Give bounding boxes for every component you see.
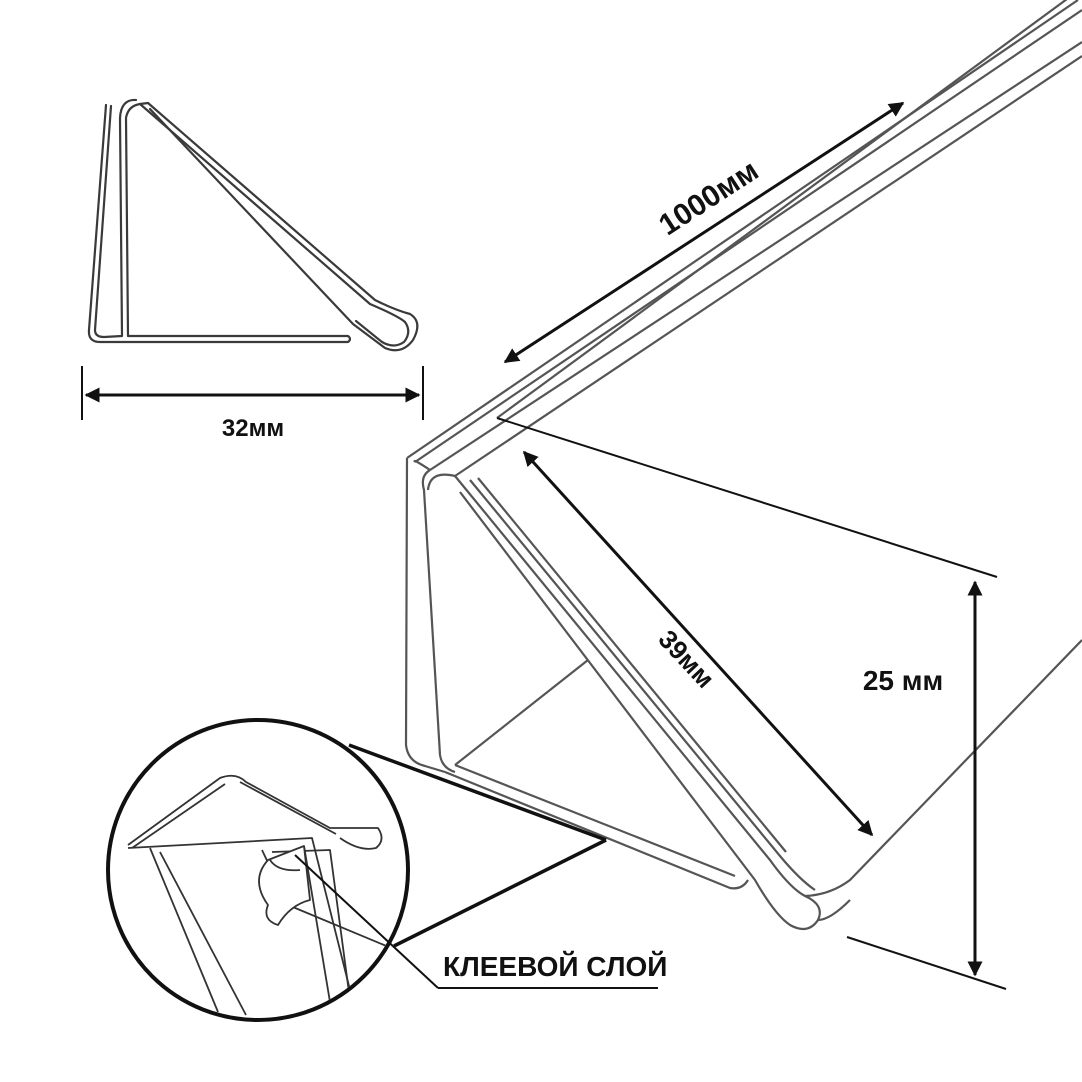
slant-arrow	[522, 450, 874, 837]
callout-lines	[348, 743, 607, 948]
adhesive-leader	[294, 854, 439, 989]
width-dimension	[81, 366, 424, 420]
height-dimension	[496, 417, 1007, 990]
height-label: 25 мм	[863, 665, 943, 696]
adhesive-label: КЛЕЕВОЙ СЛОЙ	[443, 950, 667, 982]
length-arrow	[503, 101, 905, 364]
detail-magnifier	[106, 718, 410, 1022]
width-label: 32мм	[222, 415, 284, 442]
profile-cross-section	[87, 98, 419, 352]
strip-3d-view	[404, 0, 1082, 931]
